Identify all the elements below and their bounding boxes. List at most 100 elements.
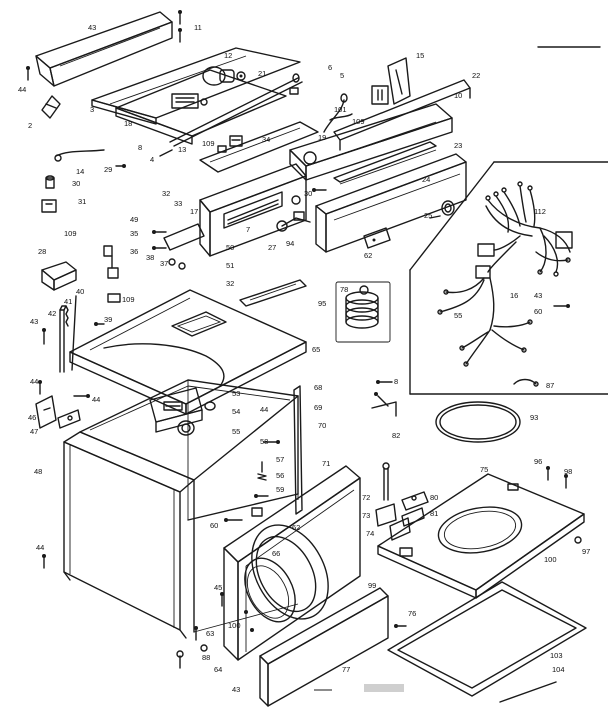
label: 2 bbox=[28, 121, 32, 130]
label: 56 bbox=[276, 471, 284, 480]
label: 43 bbox=[232, 685, 240, 694]
screw-36 bbox=[152, 246, 167, 250]
label: 54 bbox=[232, 407, 240, 416]
cap-30 bbox=[45, 175, 55, 189]
label: 43 bbox=[30, 317, 38, 326]
label: 15 bbox=[416, 51, 424, 60]
right-console-panel bbox=[315, 153, 467, 253]
connector-109b bbox=[217, 145, 227, 153]
label: 7 bbox=[246, 225, 250, 234]
label: 50 bbox=[226, 243, 234, 252]
label: 93 bbox=[530, 413, 538, 422]
label: 104 bbox=[552, 665, 565, 674]
label: 12 bbox=[224, 51, 232, 60]
label: 53 bbox=[232, 389, 240, 398]
rod-40 bbox=[71, 295, 77, 371]
screw-51 bbox=[178, 262, 186, 270]
cable-101 bbox=[323, 93, 348, 133]
label: 23 bbox=[454, 141, 462, 150]
part-labels: 43 11 12 44 2 3 21 6 5 15 22 10 18 101 1… bbox=[18, 23, 590, 694]
label: 34 bbox=[262, 135, 270, 144]
label: 80 bbox=[430, 493, 438, 502]
pin-13 bbox=[159, 149, 173, 157]
label: 11 bbox=[194, 23, 202, 32]
bracket-74 bbox=[389, 517, 411, 541]
screw-35 bbox=[152, 230, 167, 234]
label: 68 bbox=[314, 383, 322, 392]
screw-37 bbox=[168, 258, 176, 266]
label: 39 bbox=[104, 315, 112, 324]
label: 66 bbox=[272, 549, 280, 558]
label: 70 bbox=[318, 421, 326, 430]
label: 30 bbox=[72, 179, 80, 188]
label: 40 bbox=[76, 287, 84, 296]
rod-6 bbox=[169, 73, 303, 147]
spring-57 bbox=[257, 461, 267, 481]
trim-23 bbox=[333, 141, 437, 185]
label: 109 bbox=[122, 295, 135, 304]
hinge-80 bbox=[401, 491, 429, 511]
label: 44 bbox=[18, 85, 26, 94]
label: 101 bbox=[334, 105, 347, 114]
label: 76 bbox=[408, 609, 416, 618]
label: 27 bbox=[268, 243, 276, 252]
rod-104 bbox=[499, 681, 557, 703]
plate-49 bbox=[163, 223, 205, 251]
label: 98 bbox=[564, 467, 572, 476]
label: 109 bbox=[64, 229, 77, 238]
label: 97 bbox=[582, 547, 590, 556]
lid-75 bbox=[377, 473, 585, 599]
spring-41 bbox=[65, 305, 69, 327]
label: 36 bbox=[130, 247, 138, 256]
label: 78 bbox=[340, 285, 348, 294]
label: 60 bbox=[534, 307, 542, 316]
label: 81 bbox=[430, 509, 438, 518]
screw-29 bbox=[115, 164, 126, 168]
pump-95 bbox=[335, 281, 391, 343]
front-panel-71 bbox=[223, 465, 361, 661]
label: 69 bbox=[314, 403, 322, 412]
label: 63 bbox=[206, 629, 214, 638]
label: 88 bbox=[202, 653, 210, 662]
gasket-93 bbox=[435, 401, 521, 443]
screw-8b bbox=[376, 380, 393, 384]
bracket-73 bbox=[375, 503, 397, 527]
label: 22 bbox=[472, 71, 480, 80]
hinge-81 bbox=[401, 507, 425, 527]
label: 16 bbox=[510, 291, 518, 300]
strut-68 bbox=[293, 385, 303, 515]
label: 17 bbox=[190, 207, 198, 216]
label: 47 bbox=[30, 427, 38, 436]
screw-45 bbox=[220, 592, 224, 607]
label: 28 bbox=[38, 247, 46, 256]
label: 8 bbox=[394, 377, 398, 386]
knob-27 bbox=[276, 211, 311, 232]
knob-25 bbox=[429, 200, 455, 219]
label: 109 bbox=[202, 139, 215, 148]
label: 100 bbox=[544, 555, 557, 564]
label: 24 bbox=[422, 175, 430, 184]
label: 51 bbox=[226, 261, 234, 270]
label: 73 bbox=[362, 511, 370, 520]
grommet-55 bbox=[177, 420, 195, 436]
label: 3 bbox=[90, 105, 94, 114]
latch-72 bbox=[382, 462, 390, 501]
label: 55 bbox=[232, 427, 240, 436]
label: 103 bbox=[550, 651, 563, 660]
label: 95 bbox=[318, 299, 326, 308]
screw-44d bbox=[73, 394, 90, 398]
bracket-2 bbox=[41, 95, 61, 119]
label: 46 bbox=[28, 413, 36, 422]
clip-60-inset bbox=[553, 304, 570, 308]
hinge-bar-22 bbox=[333, 79, 471, 151]
label: 109 bbox=[352, 117, 365, 126]
screw-76 bbox=[394, 624, 407, 628]
door-gasket-66 bbox=[244, 557, 296, 623]
screw-98 bbox=[564, 474, 568, 489]
hook-82 bbox=[371, 392, 397, 417]
label: 21 bbox=[258, 69, 266, 78]
label: 18 bbox=[124, 119, 132, 128]
screw-39 bbox=[94, 322, 105, 326]
